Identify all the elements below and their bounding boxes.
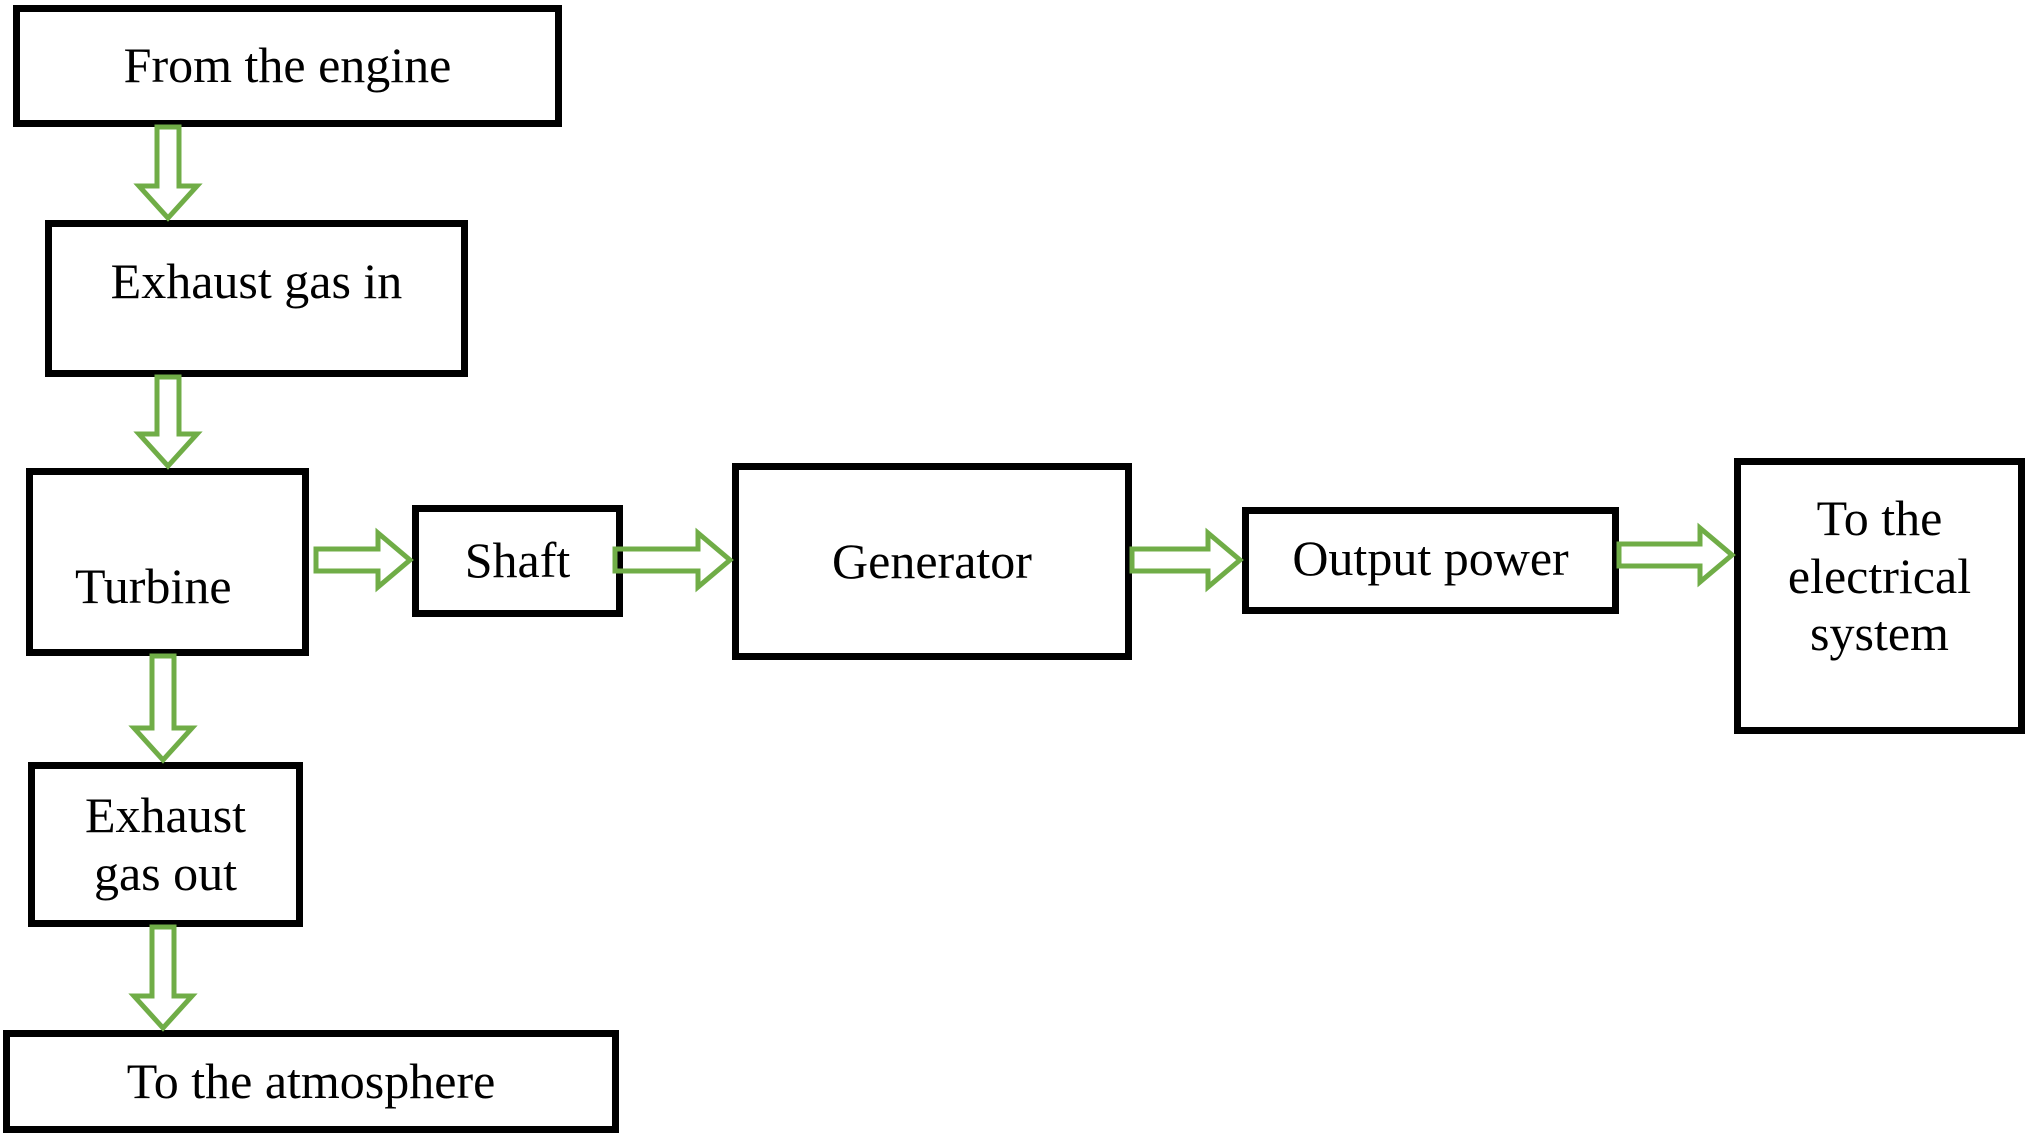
node-label: Exhaust gas in bbox=[110, 253, 403, 309]
arrow-turbine-to-shaft bbox=[313, 527, 414, 593]
node-shaft: Shaft bbox=[412, 505, 623, 617]
arrow-engine-to-exhaust-in bbox=[133, 124, 203, 222]
node-label: Shaft bbox=[464, 532, 571, 589]
node-generator: Generator bbox=[732, 463, 1132, 660]
node-label: Exhaust gas out bbox=[84, 787, 247, 901]
arrow-exhaust-in-to-turbine bbox=[133, 374, 203, 470]
arrow-exhaust-out-to-atmosphere bbox=[128, 924, 198, 1032]
arrow-generator-to-output-power bbox=[1129, 527, 1244, 593]
node-label: Output power bbox=[1292, 529, 1569, 586]
arrow-turbine-to-exhaust-out bbox=[128, 653, 198, 764]
node-exhaust-gas-in: Exhaust gas in bbox=[45, 220, 468, 377]
arrow-shaft-to-generator bbox=[612, 527, 734, 593]
node-label: Turbine bbox=[75, 558, 232, 615]
node-label: From the engine bbox=[123, 37, 452, 94]
arrow-output-power-to-electrical-system bbox=[1616, 522, 1736, 588]
node-output-power: Output power bbox=[1242, 507, 1619, 614]
node-label: Generator bbox=[832, 532, 1032, 589]
node-from-the-engine: From the engine bbox=[13, 5, 562, 127]
node-label: To the atmosphere bbox=[126, 1052, 496, 1109]
node-turbine: Turbine bbox=[26, 468, 309, 656]
node-exhaust-gas-out: Exhaust gas out bbox=[28, 762, 303, 927]
node-to-the-atmosphere: To the atmosphere bbox=[3, 1030, 619, 1133]
node-to-the-electrical-system: To the electrical system bbox=[1734, 458, 2025, 734]
node-label: To the electrical system bbox=[1787, 490, 1972, 661]
